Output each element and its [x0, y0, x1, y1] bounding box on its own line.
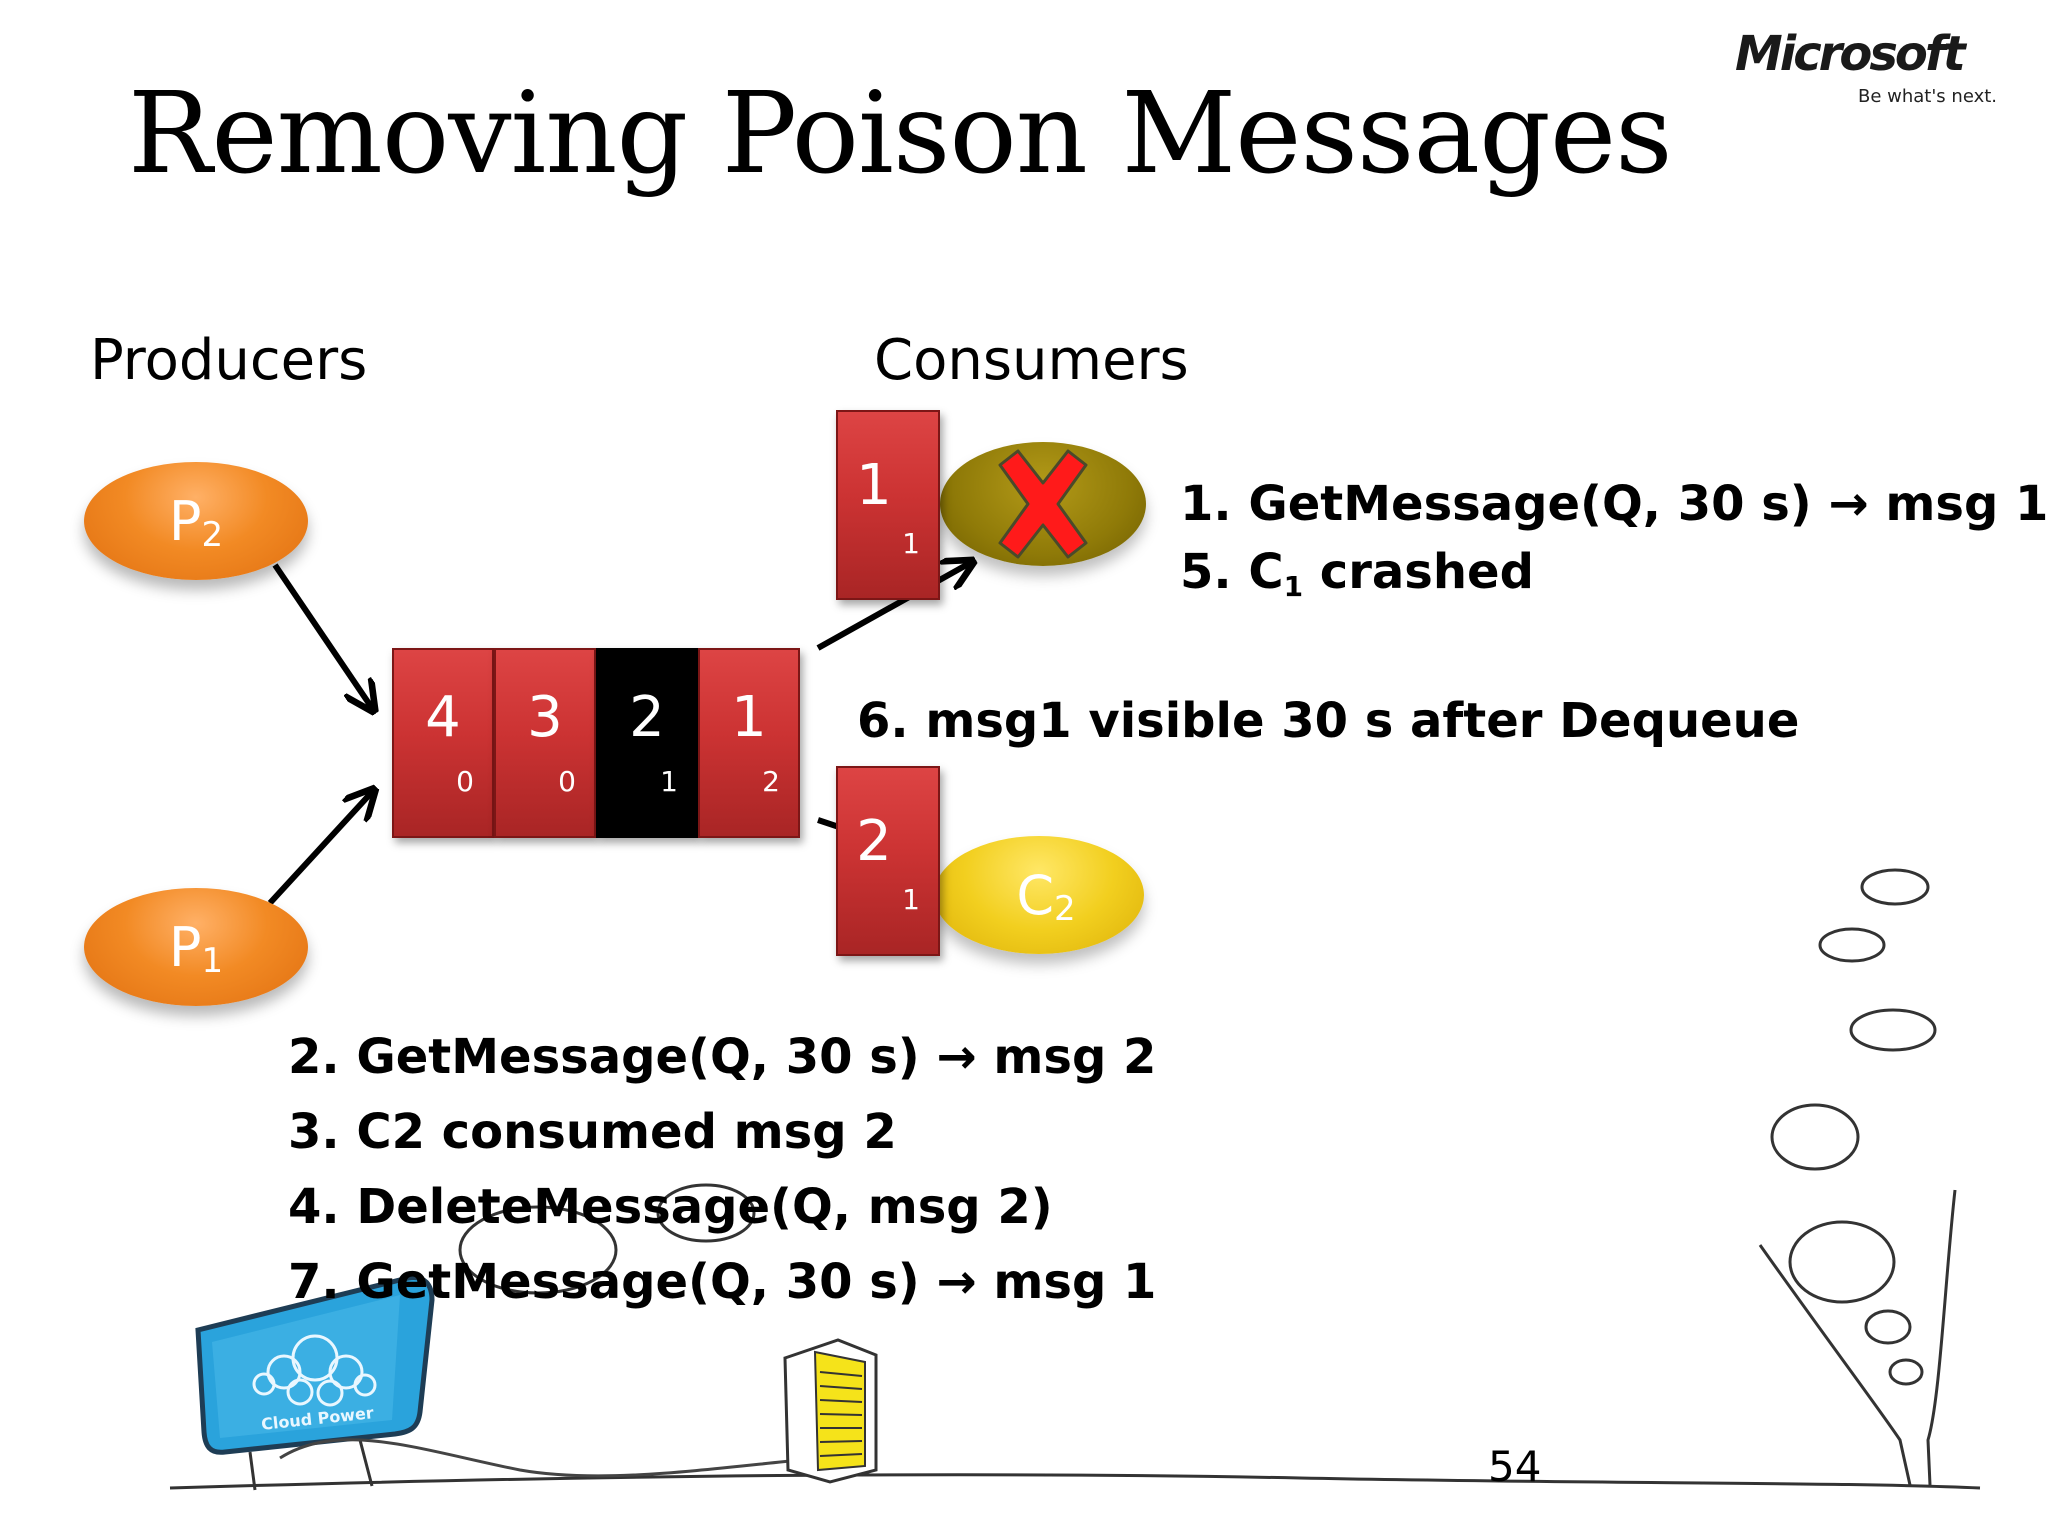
- consumer-message-dequeue-count: 1: [902, 883, 920, 916]
- queue-message-id: 3: [527, 685, 563, 750]
- slide-title: Removing Poison Messages: [128, 69, 1673, 199]
- producers-label: Producers: [90, 328, 368, 393]
- arrow-p2-to-queue: [272, 563, 372, 708]
- ground-line: [169, 1473, 1981, 1490]
- queue-message-dequeue-count: 0: [456, 765, 474, 798]
- step-5-prefix: 5. C: [1180, 544, 1284, 600]
- queue-message-dequeue-count: 0: [558, 765, 576, 798]
- step-2: 2. GetMessage(Q, 30 s) → msg 2: [288, 1029, 1157, 1085]
- queue-message-id: 2: [629, 685, 665, 750]
- consumer-c1: [940, 442, 1146, 566]
- consumer-c2-message: 2 1: [836, 766, 940, 956]
- step-4: 4. DeleteMessage(Q, msg 2): [288, 1179, 1053, 1235]
- queue-message-dequeue-count: 2: [762, 765, 780, 798]
- page-number: 54: [1488, 1442, 1542, 1491]
- queue-message-3: 3 0: [494, 648, 596, 838]
- producer-p2-subscript: 2: [201, 515, 224, 555]
- sketch-clouds: [458, 868, 1937, 1386]
- consumer-c1-message: 1 1: [836, 410, 940, 600]
- crash-x-icon: [998, 449, 1088, 559]
- step-7: 7. GetMessage(Q, 30 s) → msg 1: [288, 1254, 1157, 1310]
- microsoft-logo: Microsoft: [1735, 26, 1966, 82]
- consumers-label: Consumers: [874, 328, 1189, 393]
- cloud-power-monitor: [195, 1274, 801, 1491]
- consumer2-steps: 2. GetMessage(Q, 30 s) → msg 2 3. C2 con…: [288, 1020, 1156, 1320]
- step-5-suffix: crashed: [1303, 544, 1534, 600]
- logo-tagline: Be what's next.: [1858, 86, 1998, 107]
- flow-arrows: [267, 563, 970, 906]
- queue-message-id: 4: [425, 685, 461, 750]
- step-5-subscript: 1: [1283, 570, 1304, 603]
- step-3: 3. C2 consumed msg 2: [288, 1104, 897, 1160]
- consumer-message-dequeue-count: 1: [902, 527, 920, 560]
- queue-message-4: 4 0: [392, 648, 494, 838]
- step-6: 6. msg1 visible 30 s after Dequeue: [857, 693, 1800, 749]
- consumer-c2-label: C: [1016, 863, 1055, 927]
- step-1: 1. GetMessage(Q, 30 s) → msg 1: [1180, 476, 2048, 532]
- server-tower-sketch: [783, 1338, 878, 1484]
- step-5: 5. C1 crashed: [1180, 538, 2048, 613]
- consumer-c2-subscript: 2: [1054, 889, 1076, 929]
- queue-message-1: 1 2: [698, 648, 800, 838]
- arrow-p1-to-queue: [267, 792, 372, 906]
- consumer-message-id: 1: [856, 453, 892, 518]
- queue-message-2: 2 1: [596, 648, 698, 838]
- producer-p2-label: P: [168, 489, 202, 553]
- queue-message-id: 1: [731, 685, 767, 750]
- consumer-message-id: 2: [856, 809, 892, 874]
- producer-p1-label: P: [168, 915, 202, 979]
- funnel-sketch: [1758, 1189, 1957, 1486]
- arrow-queue-to-c1: [816, 563, 970, 651]
- message-queue: 4 0 3 0 2 1 1 2: [392, 648, 802, 840]
- producer-p1-subscript: 1: [201, 941, 224, 981]
- queue-message-dequeue-count: 1: [660, 765, 678, 798]
- consumer1-steps: 1. GetMessage(Q, 30 s) → msg 1 5. C1 cra…: [1180, 470, 2048, 613]
